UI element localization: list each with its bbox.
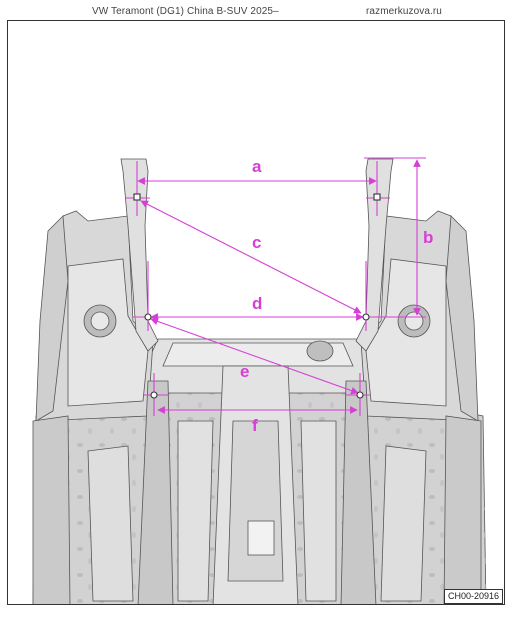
dimension-line-c	[140, 200, 362, 314]
dimension-label-f: f	[252, 416, 258, 435]
point-right-upper	[373, 193, 381, 201]
vehicle-title: VW Teramont (DG1) China B-SUV 2025–	[92, 6, 279, 17]
diagram-frame: a b c d e f	[7, 20, 505, 605]
dimension-label-c: c	[252, 233, 261, 252]
measurement-points	[133, 193, 381, 399]
dimension-line-e	[150, 317, 359, 395]
page-header: VW Teramont (DG1) China B-SUV 2025– razm…	[0, 6, 515, 20]
dimension-label-e: e	[240, 362, 249, 381]
point-left-upper	[133, 193, 141, 201]
point-right-mid	[362, 313, 370, 321]
dimension-label-a: a	[252, 157, 262, 176]
source-site: razmerkuzova.ru	[366, 6, 442, 17]
figure-code: CH00-20916	[444, 589, 504, 604]
point-left-mid	[144, 313, 152, 321]
point-right-lower	[356, 391, 364, 399]
dimension-label-d: d	[252, 294, 262, 313]
body-underbody-diagram: a b c d e f	[32, 157, 487, 604]
dimension-label-b: b	[423, 228, 433, 247]
point-left-lower	[150, 391, 158, 399]
vehicle-body-outline	[32, 158, 487, 604]
